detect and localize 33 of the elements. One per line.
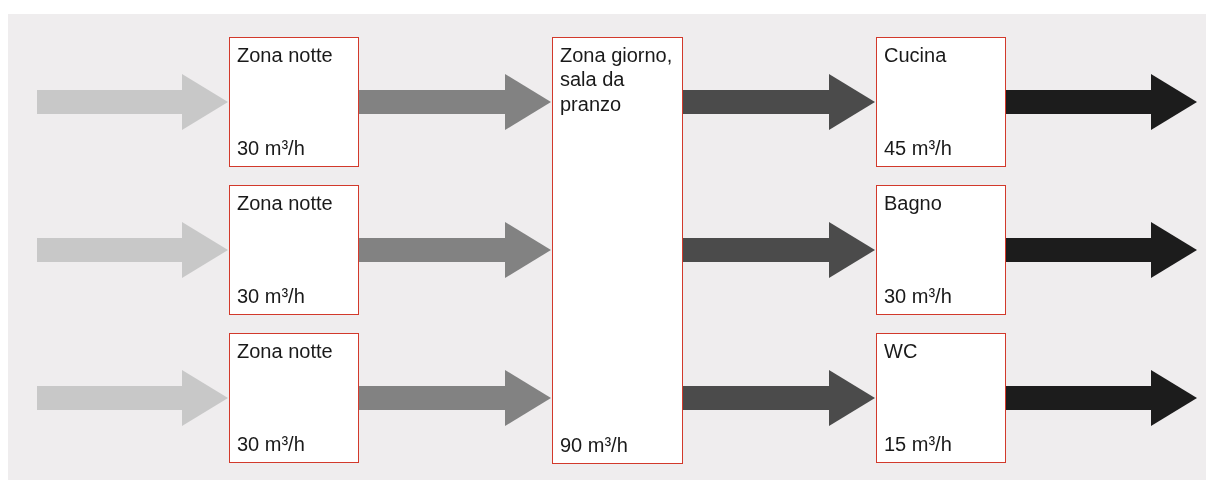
room-name: Bagno (884, 191, 943, 216)
flow-arrow (359, 74, 551, 130)
room-name: Cucina (884, 43, 948, 68)
airflow-value: 30 m³/h (237, 283, 306, 308)
room-name: Zona giorno, sala da pranzo (560, 43, 674, 117)
airflow-value: 45 m³/h (884, 135, 953, 160)
flow-arrow (683, 370, 875, 426)
flow-arrow (359, 370, 551, 426)
flow-arrow (1006, 222, 1197, 278)
flow-arrow (37, 74, 228, 130)
room-box (229, 37, 359, 167)
airflow-value: 30 m³/h (884, 283, 953, 308)
airflow-value: 30 m³/h (237, 135, 306, 160)
airflow-value: 15 m³/h (884, 431, 953, 456)
room-box (229, 185, 359, 315)
airflow-value: 90 m³/h (560, 432, 629, 457)
airflow-value: 30 m³/h (237, 431, 306, 456)
room-name: Zona notte (237, 191, 334, 216)
flow-arrow (683, 74, 875, 130)
room-box (876, 333, 1006, 463)
flow-arrow (683, 222, 875, 278)
room-name: Zona notte (237, 43, 334, 68)
room-name: WC (884, 339, 919, 364)
flow-arrow (1006, 74, 1197, 130)
room-box (229, 333, 359, 463)
room-name: Zona notte (237, 339, 334, 364)
flow-arrow (359, 222, 551, 278)
room-box (552, 37, 683, 464)
room-box (876, 185, 1006, 315)
flow-arrow (1006, 370, 1197, 426)
room-box (876, 37, 1006, 167)
flow-arrow (37, 370, 228, 426)
flow-arrow (37, 222, 228, 278)
